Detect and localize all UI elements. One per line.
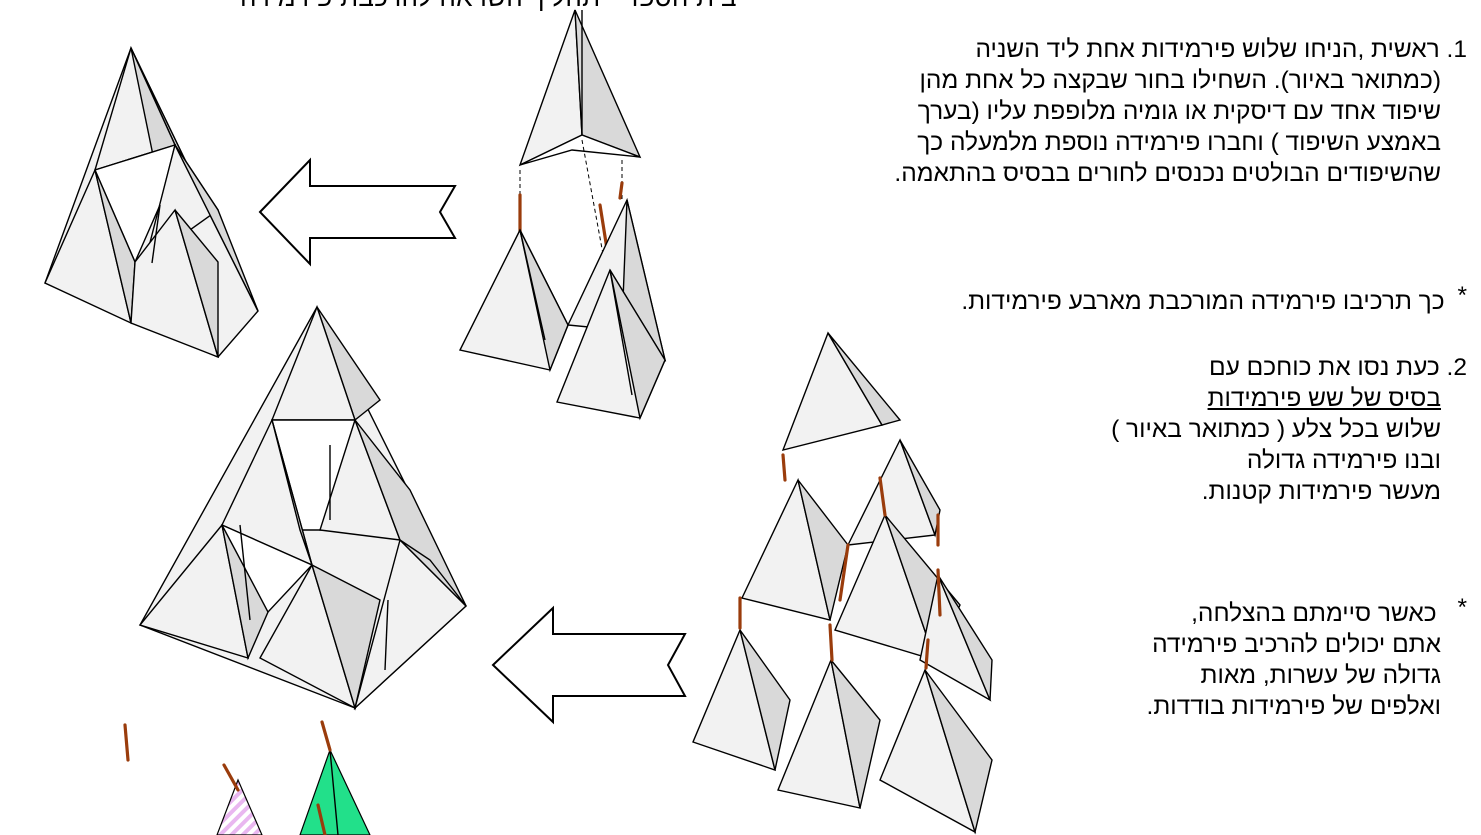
step-2-line-1: 2. כעת נסו את כוחכם עם	[1111, 352, 1467, 383]
step-2-line-1-text: כעת נסו את כוחכם עם	[1208, 354, 1440, 381]
note-1: * כך תרכיבו פירמידה המורכבת מארבע פירמיד…	[961, 280, 1467, 317]
page-heading-cut: בית הספר - תהליך השראה להרכבת פירמידה	[240, 0, 737, 13]
note-1-text: כך תרכיבו פירמידה המורכבת מארבע פירמידות…	[961, 288, 1445, 315]
step-1-text: 1. ראשית ,הניחו שלוש פירמידות אחת ליד הש…	[894, 34, 1467, 189]
exploded-ten-pyramid-illustration	[692, 331, 993, 835]
step-1-line-4: באמצע השיפוד ) וחברו פירמידה נוספת מלמעל…	[917, 129, 1441, 156]
note-2-line-3: גדולה של עשרות, מאות	[1200, 662, 1441, 689]
step-2-text: 2. כעת נסו את כוחכם עם בסיס של שש פירמיד…	[1111, 352, 1467, 507]
assembled-four-pyramid-illustration	[44, 45, 259, 359]
step-1-line-1: 1. ראשית ,הניחו שלוש פירמידות אחת ליד הש…	[894, 34, 1467, 65]
step-2-number: 2.	[1446, 354, 1467, 381]
exploded-four-pyramid-illustration	[458, 9, 667, 421]
arrow-left-2	[491, 605, 687, 725]
step-1-line-2: (כמתואר באיור). השחילו בחור שבקצה כל אחת…	[919, 67, 1441, 94]
note-2-line-1: * כאשר סיימתם בהצלחה,	[1147, 592, 1467, 629]
step-1-line-5: שהשיפודים הבולטים נכנסים לחורים בבסיס בה…	[894, 160, 1441, 187]
step-2-line-5: מעשר פירמידות קטנות.	[1201, 478, 1441, 505]
step-2-line-2-underlined: בסיס של שש פירמידות	[1207, 385, 1441, 412]
step-1-number: 1.	[1446, 36, 1467, 63]
note-1-star: *	[1457, 282, 1467, 309]
assembled-ten-pyramid-illustration	[138, 304, 468, 711]
step-2-line-3: שלוש בכל צלע ( כמתואר באיור )	[1111, 416, 1441, 443]
note-2-line-1-text: כאשר סיימתם בהצלחה,	[1191, 600, 1437, 627]
step-2-line-4: ובנו פירמידה גדולה	[1246, 447, 1441, 474]
step-1-line-1-text: ראשית ,הניחו שלוש פירמידות אחת ליד השניה	[975, 36, 1440, 63]
step-1-line-3: שיפוד אחד עם דיסקית או גומיה מלופפת עליו…	[917, 98, 1441, 125]
arrow-left-1	[258, 157, 457, 267]
colored-pyramids-illustration	[123, 720, 371, 835]
note-2-star: *	[1457, 594, 1467, 621]
note-2-line-2: אתם יכולים להרכיב פירמידה	[1152, 631, 1441, 658]
note-2: * כאשר סיימתם בהצלחה, אתם יכולים להרכיב …	[1147, 592, 1467, 722]
note-2-line-4: ואלפים של פירמידות בודדות.	[1146, 693, 1441, 720]
